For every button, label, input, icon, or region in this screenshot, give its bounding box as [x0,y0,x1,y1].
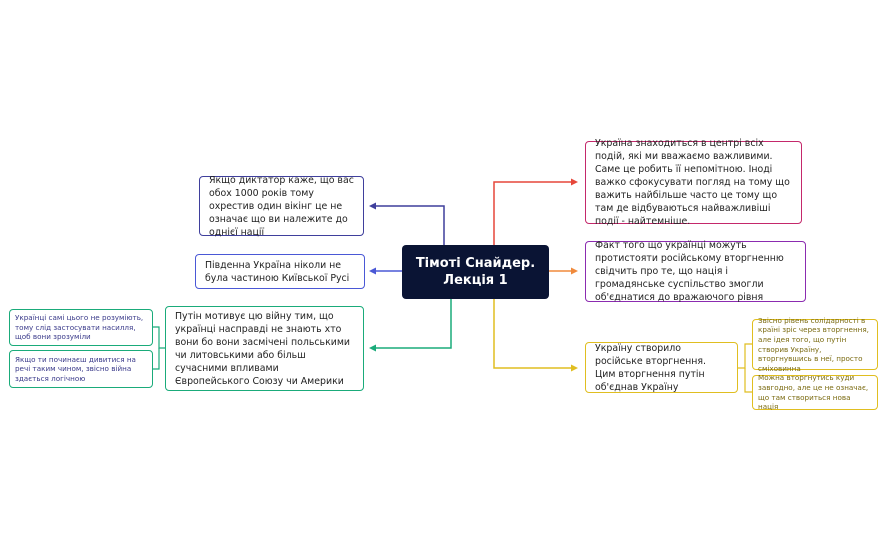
node-ukr-self-text: Українці самі цього не розуміють, тому с… [15,313,144,342]
arrowhead-resist [571,267,578,275]
node-resist-text: Факт того що українці можуть протистояти… [595,240,784,303]
arrowhead-south [369,267,376,275]
node-south[interactable]: Південна Україна ніколи не була частиною… [195,254,365,289]
node-putin-motive-text: Путін мотивує цю війну тим, що українці … [175,310,350,387]
connector-ukr-self [153,326,165,349]
node-ukr-self[interactable]: Українці самі цього не розуміють, тому с… [9,309,153,346]
connector-invade [744,368,752,393]
node-created[interactable]: Україну створило російське вторгнення. Ц… [585,342,738,393]
node-looking[interactable]: Якщо ти починаєш дивитися на речі таким … [9,350,153,388]
connector-solidarity [738,343,752,369]
node-solidarity[interactable]: Звісно рівень солідарності в країні зріс… [752,316,878,373]
connector-putin-motive [375,299,452,349]
node-center-events[interactable]: Україна знаходиться в центрі всіх подій,… [585,138,802,227]
arrowhead-dictator [369,202,376,210]
connector-created [493,299,572,369]
central-topic[interactable]: Тімоті Снайдер. Лекція 1 [402,245,549,299]
arrowhead-center-events [571,178,578,186]
arrowhead-putin-motive [369,344,376,352]
node-south-text: Південна Україна ніколи не була частиною… [205,259,350,284]
node-dictator-text: Якщо диктатор каже, що вас обох 1000 рок… [209,174,354,238]
connector-looking [153,348,160,370]
node-resist[interactable]: Факт того що українці можуть протистояти… [585,240,806,303]
connector-dictator [375,205,445,245]
central-topic-title: Тімоті Снайдер. Лекція 1 [415,256,536,288]
node-putin-motive[interactable]: Путін мотивує цю війну тим, що українці … [165,306,364,391]
node-center-events-text: Україна знаходиться в центрі всіх подій,… [595,138,790,227]
node-solidarity-text: Звісно рівень солідарності в країні зріс… [758,315,869,373]
node-invade[interactable]: Можна вторгнутись куди завгодно, але це … [752,373,878,412]
arrowhead-created [571,364,578,372]
node-looking-text: Якщо ти починаєш дивитися на речі таким … [15,354,136,383]
node-invade-text: Можна вторгнутись куди завгодно, але це … [758,373,869,412]
node-dictator[interactable]: Якщо диктатор каже, що вас обох 1000 рок… [199,174,364,238]
connector-center-events [493,181,572,245]
node-created-text: Україну створило російське вторгнення. Ц… [595,342,707,393]
